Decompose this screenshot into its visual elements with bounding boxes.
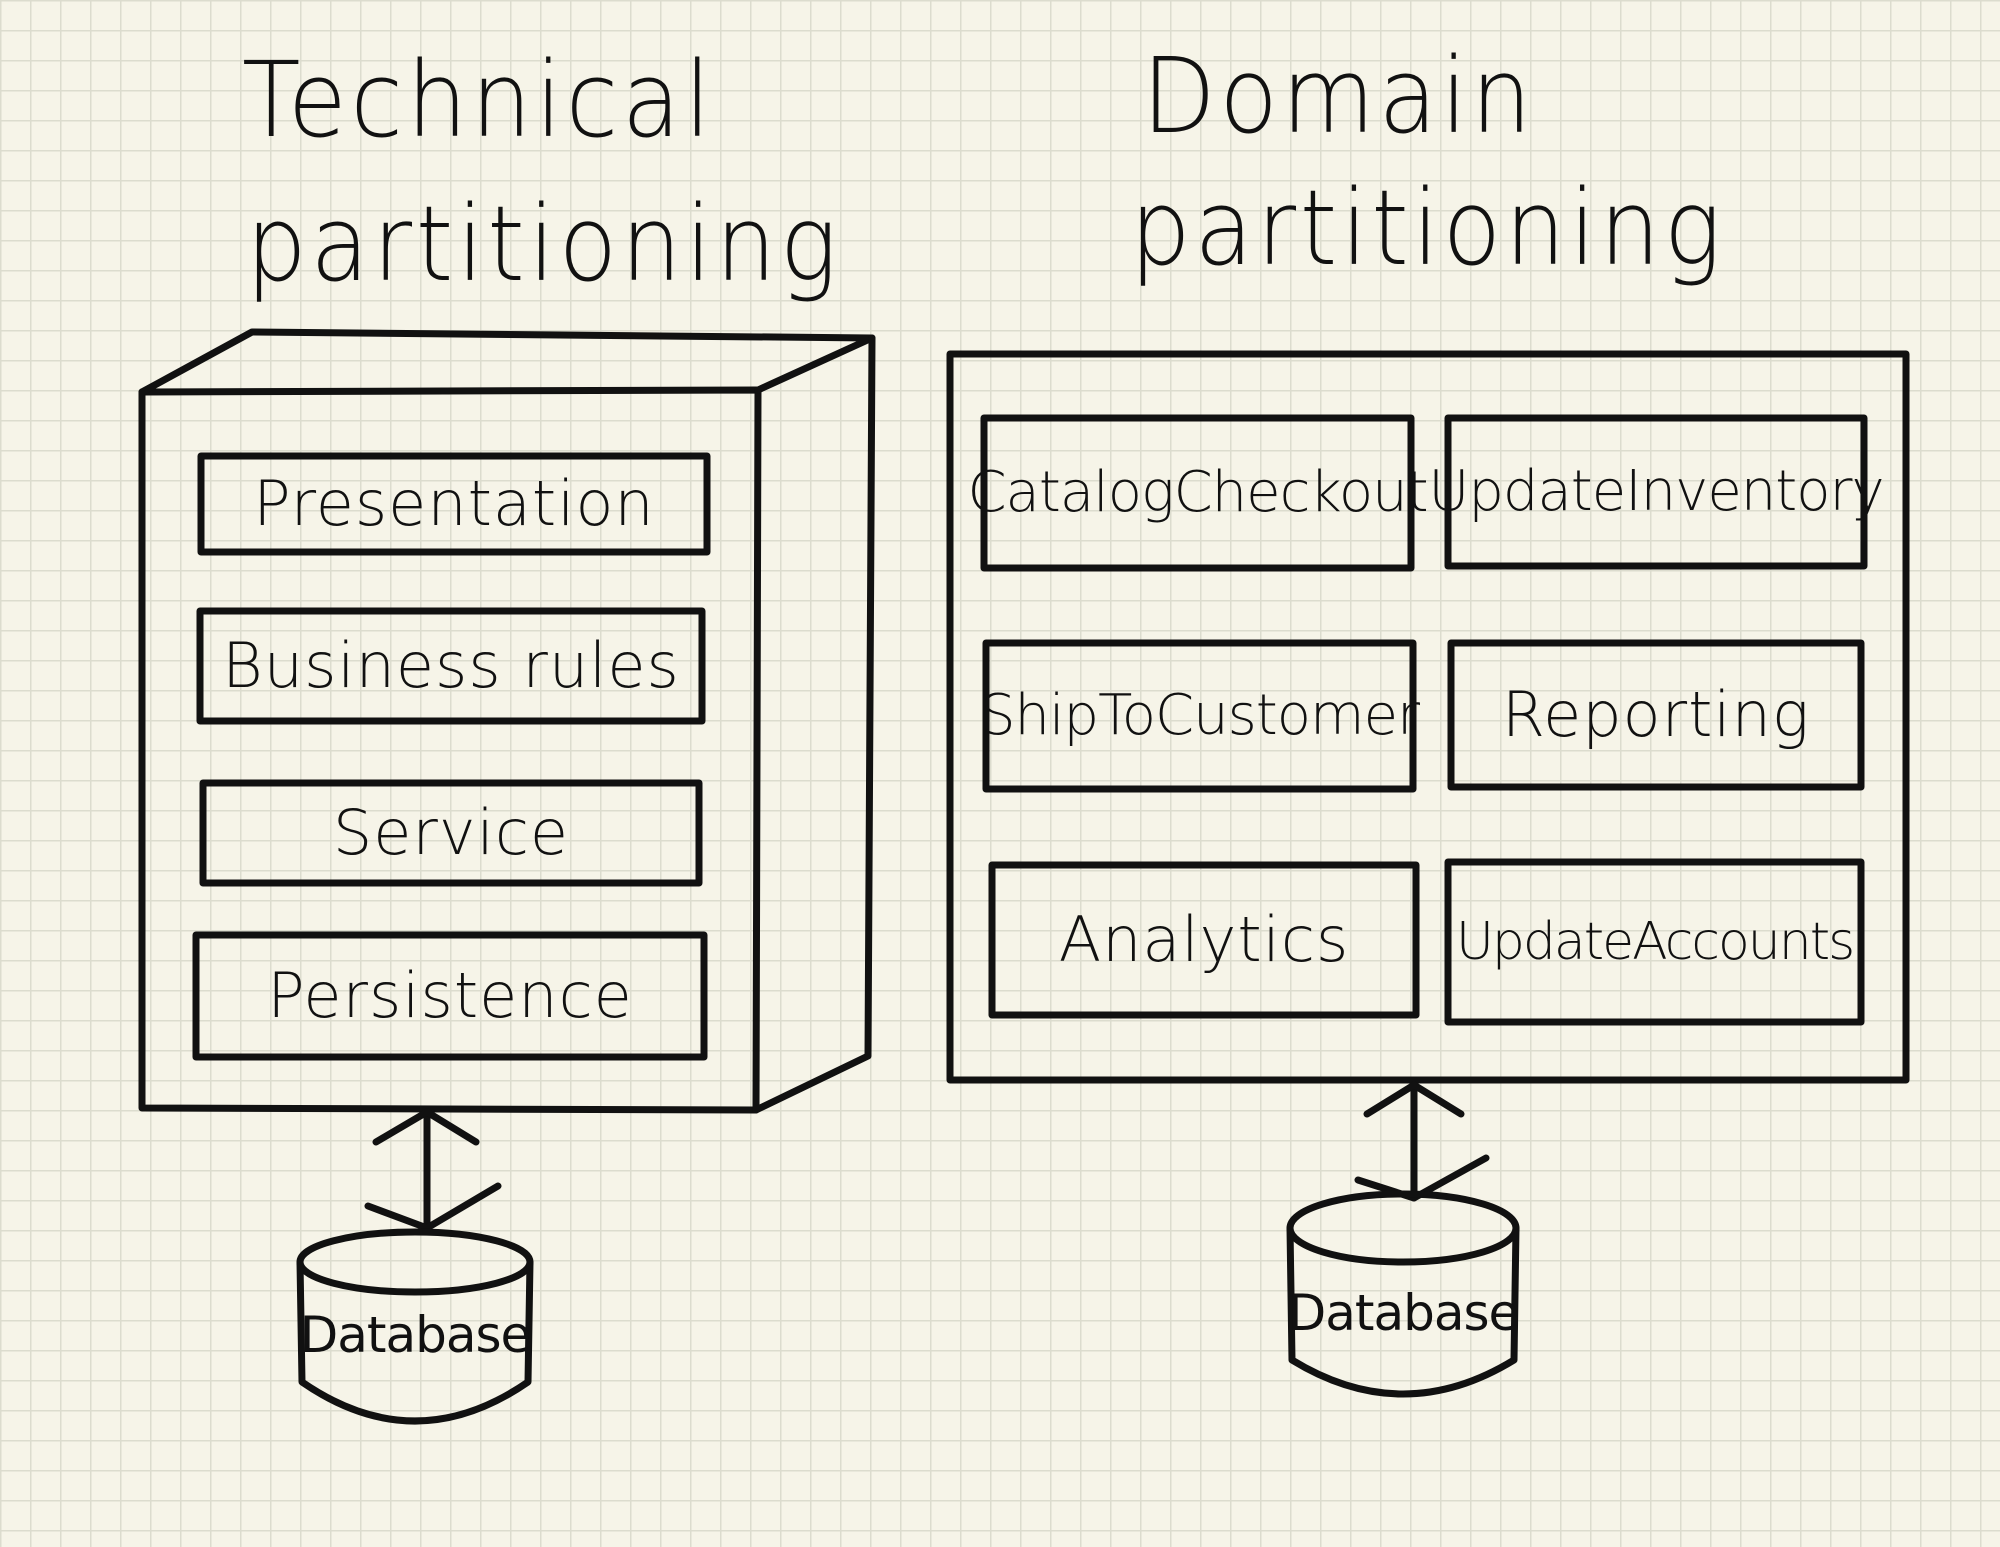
layer-label-service: Service	[332, 796, 570, 869]
layer-box-persistence	[192, 931, 708, 1061]
domain-arrow-head-up	[1363, 1081, 1465, 1118]
layer-box-presentation	[197, 452, 711, 556]
module-label-update-inventory: UpdateInventory	[1428, 459, 1884, 524]
technical-box-top	[138, 328, 876, 396]
technical-title-line2: partitioning	[246, 183, 841, 305]
technical-arrow-head-up	[372, 1108, 480, 1146]
technical-box-side	[752, 334, 876, 1114]
layer-box-service	[199, 779, 703, 887]
module-label-catalog-checkout: CatalogCheckout	[967, 460, 1428, 525]
domain-database-top	[1286, 1190, 1520, 1266]
module-box-reporting	[1447, 639, 1865, 791]
layer-label-presentation: Presentation	[253, 467, 655, 540]
module-box-catalog-checkout	[980, 414, 1415, 572]
layer-label-persistence: Persistence	[267, 959, 633, 1032]
domain-title-line1: Domain	[1142, 35, 1536, 157]
module-box-update-inventory	[1444, 414, 1868, 570]
domain-database-body	[1286, 1224, 1520, 1398]
module-label-ship-to-customer: ShipToCustomer	[979, 683, 1420, 748]
layer-label-business-rules: Business rules	[222, 629, 680, 702]
module-label-analytics: Analytics	[1058, 903, 1350, 976]
technical-database-top	[296, 1228, 534, 1296]
layer-box-business-rules	[196, 607, 706, 725]
module-box-analytics	[988, 861, 1420, 1019]
technical-title-line1: Technical	[242, 39, 715, 161]
module-label-reporting: Reporting	[1501, 678, 1811, 751]
technical-database-body	[296, 1258, 534, 1425]
domain-frame	[946, 350, 1910, 1084]
module-box-update-accounts	[1444, 858, 1865, 1026]
technical-arrow-head-down	[364, 1182, 502, 1232]
technical-database-label: Database	[299, 1306, 532, 1364]
domain-title-line2: partitioning	[1130, 167, 1725, 289]
module-label-update-accounts: UpdateAccounts	[1455, 912, 1855, 972]
domain-arrow-head-down	[1354, 1154, 1490, 1202]
module-box-ship-to-customer	[982, 639, 1417, 793]
domain-database-label: Database	[1287, 1284, 1520, 1342]
